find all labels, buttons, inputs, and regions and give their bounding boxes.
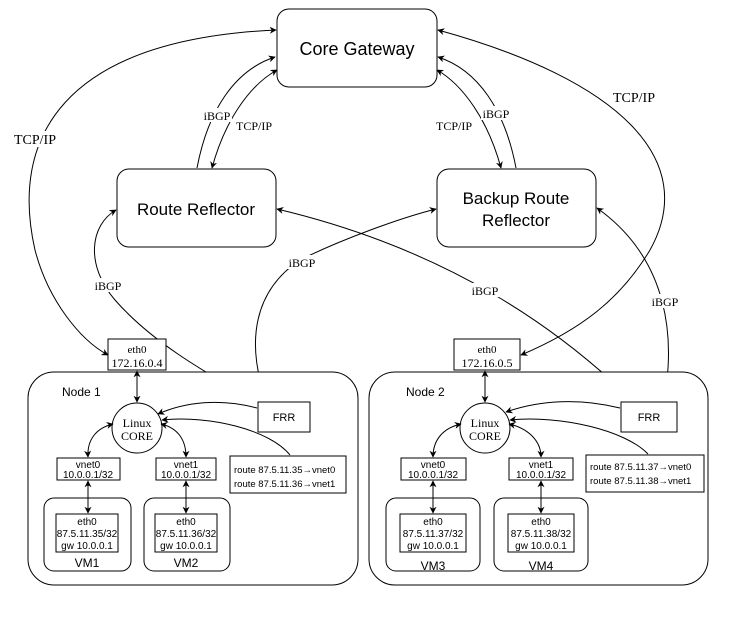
node1-vnet1: vnet1 10.0.0.1/32 bbox=[155, 457, 217, 481]
node2-route-1: route 87.5.11.37→vnet0 bbox=[590, 462, 691, 473]
vm4-gw: gw 10.0.0.1 bbox=[515, 541, 567, 552]
node2-vnet0-name: vnet0 bbox=[421, 460, 446, 471]
node2-eth0-name: eth0 bbox=[478, 344, 497, 356]
node2-eth0: eth0 172.16.0.5 bbox=[453, 338, 521, 371]
route-reflector: Route Reflector bbox=[116, 168, 277, 248]
vm4-iface: eth0 bbox=[531, 517, 551, 528]
node1-eth0: eth0 172.16.0.4 bbox=[107, 338, 167, 371]
label-ibgp-brr-core: iBGP bbox=[483, 107, 510, 121]
label-ibgp-frr2-rr: iBGP bbox=[472, 284, 499, 298]
route-reflector-label: Route Reflector bbox=[137, 200, 255, 219]
edge-node1-core-vnet0 bbox=[84, 422, 114, 458]
edge-node1-frr-core bbox=[157, 401, 258, 415]
vm2-label: VM2 bbox=[174, 556, 199, 570]
node1: Node 1 eth0 172.16.0.4 Linux CORE FRR vn… bbox=[27, 338, 359, 586]
label-ibgp-frr2-brr: iBGP bbox=[652, 295, 679, 309]
node1-linux-core-line1: Linux bbox=[123, 416, 152, 430]
node2-linux-core-line1: Linux bbox=[471, 416, 500, 430]
vm3-label: VM3 bbox=[421, 559, 446, 573]
core-gateway: Core Gateway bbox=[276, 8, 438, 88]
vm1-ip: 87.5.11.35/32 bbox=[57, 529, 118, 540]
node1-label: Node 1 bbox=[62, 385, 101, 399]
vm4-ip: 87.5.11.38/32 bbox=[511, 529, 572, 540]
node1-vnet0: vnet0 10.0.0.1/32 bbox=[56, 457, 121, 481]
label-tcpip-core-node2: TCP/IP bbox=[613, 91, 655, 106]
node2-internal-edges bbox=[429, 370, 649, 514]
node1-vnet0-addr: 10.0.0.1/32 bbox=[63, 470, 113, 481]
node2-linux-core-line2: CORE bbox=[469, 429, 501, 443]
edge-node2-core-vnet1 bbox=[508, 421, 545, 458]
node2-vnet1-name: vnet1 bbox=[529, 460, 554, 471]
edge-frr1-brr bbox=[255, 207, 437, 401]
node2-vnet0: vnet0 10.0.0.1/32 bbox=[400, 457, 467, 481]
edge-labels: iBGP TCP/IP TCP/IP iBGP TCP/IP TCP/IP iB… bbox=[12, 89, 681, 309]
node1-vnet0-name: vnet0 bbox=[76, 460, 101, 471]
node1-eth0-ip: 172.16.0.4 bbox=[112, 356, 163, 370]
node1-vm1: eth0 87.5.11.35/32 gw 10.0.0.1 VM1 bbox=[43, 497, 132, 572]
node2: Node 2 eth0 172.16.0.5 Linux CORE FRR vn… bbox=[368, 338, 709, 586]
node2-route-2: route 87.5.11.38→vnet1 bbox=[590, 476, 691, 487]
vm1-gw: gw 10.0.0.1 bbox=[61, 541, 113, 552]
node2-vnet1: vnet1 10.0.0.1/32 bbox=[508, 457, 574, 481]
vm4-label: VM4 bbox=[529, 559, 554, 573]
core-gateway-label: Core Gateway bbox=[299, 39, 414, 59]
label-ibgp-frr1-brr: iBGP bbox=[289, 256, 316, 270]
label-ibgp-frr1-rr: iBGP bbox=[95, 279, 122, 293]
edge-node1-core-vnet1 bbox=[160, 422, 190, 458]
node2-vnet0-addr: 10.0.0.1/32 bbox=[408, 470, 458, 481]
edge-core-node2-tcpip bbox=[437, 28, 666, 356]
backup-route-reflector-line1: Backup Route bbox=[463, 189, 570, 208]
vm2-iface: eth0 bbox=[176, 517, 196, 528]
backup-route-reflector-line2: Reflector bbox=[482, 211, 550, 230]
edge-node2-routes-core bbox=[509, 415, 649, 455]
node2-route-table: route 87.5.11.37→vnet0 route 87.5.11.38→… bbox=[585, 454, 705, 493]
node1-eth0-name: eth0 bbox=[128, 344, 147, 356]
vm1-iface: eth0 bbox=[77, 517, 97, 528]
node2-vm4: eth0 87.5.11.38/32 gw 10.0.0.1 VM4 bbox=[493, 497, 589, 573]
vm3-ip: 87.5.11.37/32 bbox=[403, 529, 464, 540]
vm3-gw: gw 10.0.0.1 bbox=[407, 541, 459, 552]
node1-frr-label: FRR bbox=[273, 412, 296, 424]
node1-linux-core-line2: CORE bbox=[121, 429, 153, 443]
node2-frr-label: FRR bbox=[638, 412, 661, 424]
label-ibgp-rr-core: iBGP bbox=[204, 109, 231, 123]
label-tcpip-rr-core: TCP/IP bbox=[236, 119, 272, 133]
vm1-label: VM1 bbox=[75, 556, 100, 570]
node2-linux-core: Linux CORE bbox=[459, 402, 511, 454]
vm3-iface: eth0 bbox=[423, 517, 443, 528]
edge-core-node1-tcpip bbox=[28, 26, 277, 356]
edge-node2-frr-core bbox=[505, 401, 621, 414]
node1-frr: FRR bbox=[257, 401, 311, 433]
node2-frr: FRR bbox=[620, 401, 678, 433]
node1-vnet1-name: vnet1 bbox=[174, 460, 199, 471]
edge-node1-routes-core bbox=[161, 415, 291, 456]
backup-route-reflector: Backup Route Reflector bbox=[436, 168, 597, 248]
vm2-gw: gw 10.0.0.1 bbox=[160, 541, 212, 552]
label-tcpip-brr-core: TCP/IP bbox=[436, 119, 472, 133]
label-tcpip-core-node1: TCP/IP bbox=[14, 133, 56, 148]
node2-label: Node 2 bbox=[406, 385, 445, 399]
node1-route-table: route 87.5.11.35→vnet0 route 87.5.11.36→… bbox=[229, 455, 347, 494]
node1-route-1: route 87.5.11.35→vnet0 bbox=[234, 465, 335, 476]
node2-eth0-ip: 172.16.0.5 bbox=[462, 356, 513, 370]
node1-vnet1-addr: 10.0.0.1/32 bbox=[161, 470, 211, 481]
vm2-ip: 87.5.11.36/32 bbox=[156, 529, 217, 540]
edge-node2-core-vnet0 bbox=[429, 421, 462, 458]
node1-vm2: eth0 87.5.11.36/32 gw 10.0.0.1 VM2 bbox=[143, 497, 231, 572]
node2-vnet1-addr: 10.0.0.1/32 bbox=[516, 470, 566, 481]
node1-linux-core: Linux CORE bbox=[111, 402, 163, 454]
node2-vm3: eth0 87.5.11.37/32 gw 10.0.0.1 VM3 bbox=[385, 497, 481, 573]
node1-internal-edges bbox=[84, 370, 291, 514]
node1-route-2: route 87.5.11.36→vnet1 bbox=[234, 479, 335, 490]
